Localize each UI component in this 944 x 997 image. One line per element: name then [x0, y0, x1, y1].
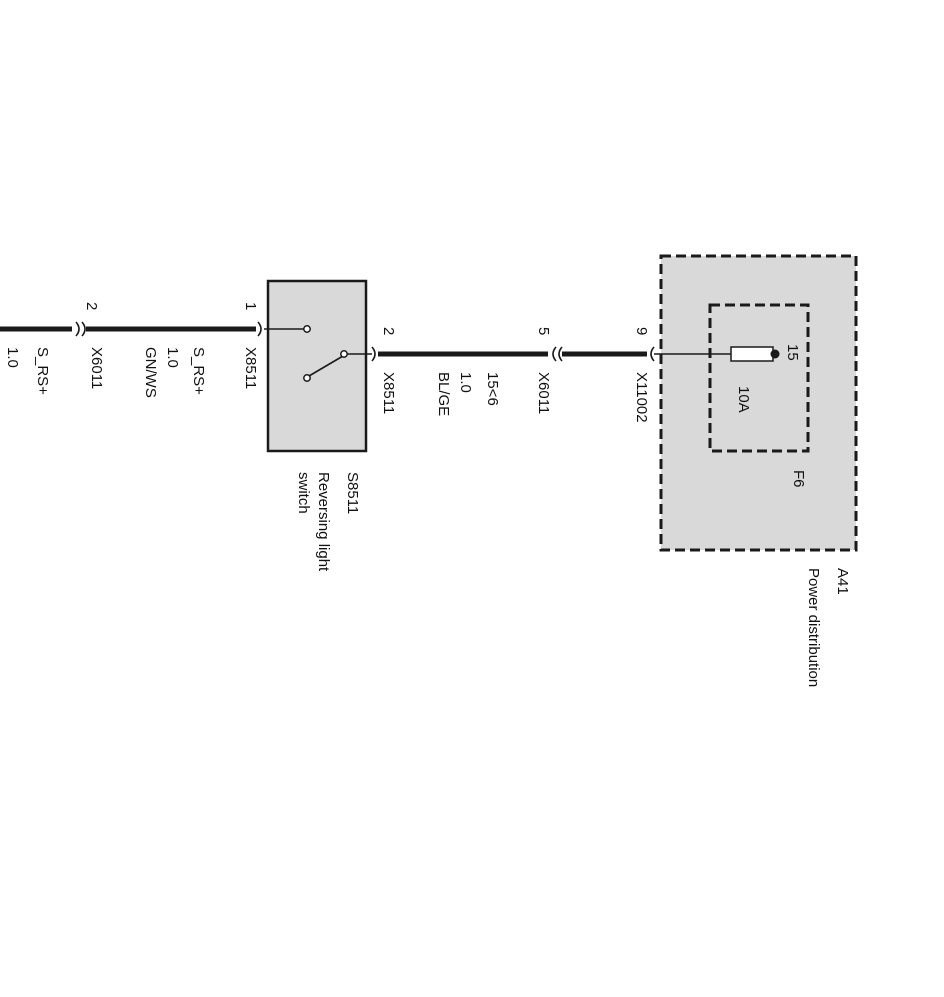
- connector-x8511-out-label: X8511: [380, 372, 397, 414]
- fuse-f6-box[interactable]: [708, 303, 810, 453]
- module-desc: Power distribution: [805, 568, 822, 687]
- pin-left-x6011: 2: [83, 302, 100, 310]
- switch-desc-line2: switch: [295, 472, 312, 514]
- switch-contact-a: [303, 325, 311, 333]
- wire3-name: 15<6: [484, 372, 501, 406]
- pin-x11002: 9: [633, 327, 650, 335]
- fuse-terminal-dot: [770, 349, 780, 359]
- connector-x8511-out[interactable]: [371, 346, 376, 362]
- wire3-color: BL/GE: [435, 372, 452, 416]
- fuse-rating: 10A: [735, 386, 752, 413]
- module-a41-box[interactable]: [659, 254, 858, 552]
- connector-x6011-mid-label: X6011: [535, 372, 552, 414]
- left-wire-name: S_RS+: [34, 347, 51, 395]
- pin-x6011-mid: 5: [535, 327, 552, 335]
- wire3-size: 1.0: [457, 372, 474, 393]
- fuse-pin: 15: [784, 344, 801, 361]
- pin-s8511-out: 2: [380, 327, 397, 335]
- switch-desc-line1: Reversing light: [315, 472, 332, 572]
- connector-x11002[interactable]: [650, 346, 655, 362]
- connector-x6011-mid[interactable]: [552, 346, 563, 362]
- left-wire-size: 1.0: [4, 347, 21, 368]
- switch-contact-c: [340, 350, 348, 358]
- switch-id: S8511: [344, 472, 361, 514]
- fuse-id: F6: [790, 470, 807, 488]
- connector-x8511-in[interactable]: [257, 321, 262, 337]
- connector-x11002-label: X11002: [633, 372, 650, 423]
- pin-s8511-in: 1: [242, 302, 259, 310]
- left-connector-label: X6011: [88, 347, 105, 389]
- connector-x6011-left[interactable]: [75, 321, 86, 337]
- wire2-size: 1.0: [164, 347, 181, 368]
- switch-blade: [308, 355, 344, 377]
- connector-x8511-in-label: X8511: [242, 347, 259, 389]
- module-id: A41: [834, 568, 851, 595]
- wire2-color: GN/WS: [142, 347, 159, 398]
- fuse-icon[interactable]: [730, 346, 774, 362]
- switch-contact-b: [303, 374, 311, 382]
- switch-box-s8511[interactable]: [266, 279, 368, 453]
- wire2-name: S_RS+: [190, 347, 207, 395]
